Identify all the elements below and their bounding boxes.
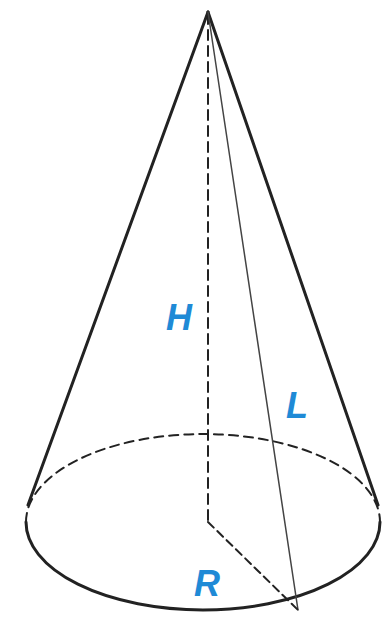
height-label: H [166,300,192,336]
label-holder: L [286,388,308,424]
height-line [207,14,209,522]
label-holder: H [166,300,192,336]
slant-line [208,12,298,610]
radius-label: R [194,566,220,602]
label-holder: R [194,566,220,602]
radius-line [208,522,298,610]
base-back-edge [26,434,380,522]
slant-label: L [286,388,308,424]
cone-side [208,12,378,505]
cone-side [28,12,208,505]
base-front-edge [26,522,380,610]
